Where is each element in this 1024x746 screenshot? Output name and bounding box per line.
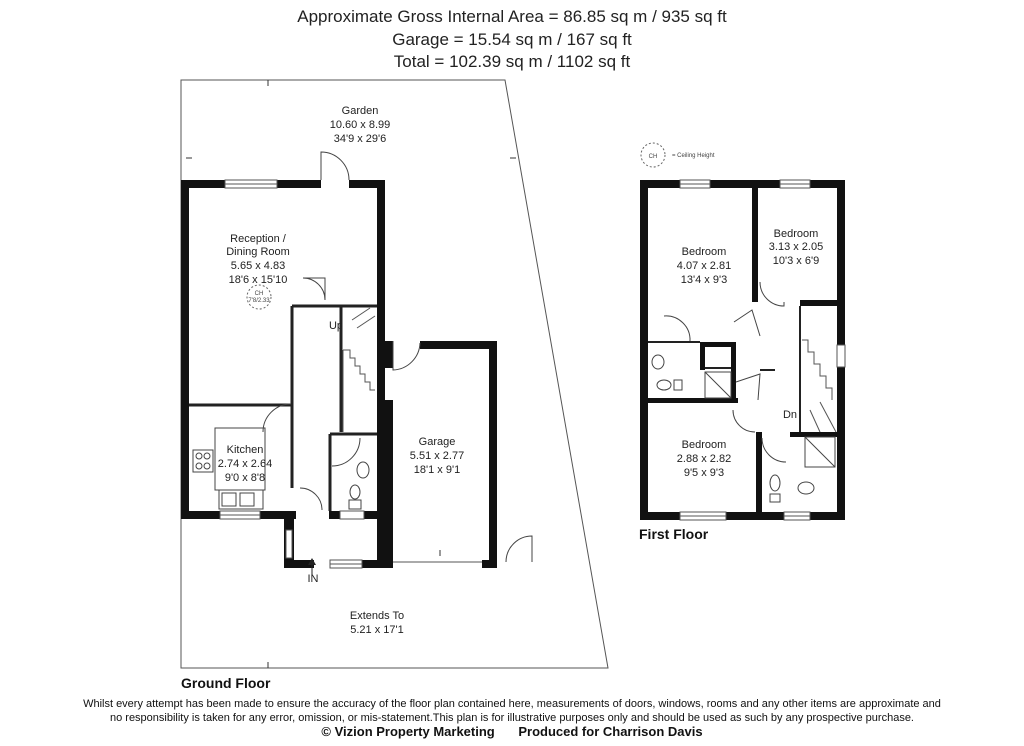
kitchen-name: Kitchen <box>227 444 264 456</box>
extends-name: Extends To <box>350 610 404 622</box>
reception-imperial: 18'6 x 15'10 <box>229 274 288 286</box>
first-floor-interior-walls <box>648 306 801 432</box>
reception-metric: 5.65 x 4.83 <box>231 260 285 272</box>
kitchen-metric: 2.74 x 2.64 <box>218 458 272 470</box>
dimension-ticks <box>186 80 516 668</box>
entrance-label: IN <box>308 573 319 585</box>
kitchen-fittings <box>192 427 266 510</box>
first-floor-title: First Floor <box>639 526 709 542</box>
copyright-text: © Vizion Property Marketing <box>321 724 495 739</box>
extends-metric: 5.21 x 17'1 <box>350 624 403 636</box>
kitchen-imperial: 9'0 x 8'8 <box>225 472 265 484</box>
first-floor-windows <box>679 179 846 521</box>
disclaimer-line-2: no responsibility is taken for any error… <box>109 712 914 724</box>
bedroom1-imperial: 13'4 x 9'3 <box>681 274 727 286</box>
bedroom2-metric: 3.13 x 2.05 <box>769 241 823 253</box>
area-grand-total-line: Total = 102.39 sq m / 1102 sq ft <box>393 52 631 71</box>
reception-name-1: Reception / <box>230 233 287 245</box>
produced-for-text: Produced for Charrison Davis <box>518 724 703 739</box>
bedroom3-imperial: 9'5 x 9'3 <box>684 467 724 479</box>
ground-stairs-label: Up <box>329 320 343 332</box>
bedroom3-name: Bedroom <box>682 439 727 451</box>
ground-floor-interior-walls <box>189 304 377 511</box>
ground-stairs <box>342 307 376 432</box>
reception-name-2: Dining Room <box>226 246 290 258</box>
plot-outline <box>180 79 609 669</box>
garage-metric: 5.51 x 2.77 <box>410 450 464 462</box>
garage-imperial: 18'1 x 9'1 <box>414 464 460 476</box>
bedroom2-imperial: 10'3 x 6'9 <box>773 255 819 267</box>
first-floor-bathroom-fittings <box>651 354 836 503</box>
ground-floor-walls <box>181 180 497 568</box>
ceiling-height-legend: CH = Ceiling Height <box>640 142 715 168</box>
bedroom3-metric: 2.88 x 2.82 <box>677 453 731 465</box>
garage-name: Garage <box>419 436 456 448</box>
ground-floor-doors <box>262 151 533 563</box>
garden-imperial: 34'9 x 29'6 <box>334 133 387 145</box>
area-garage-line: Garage = 15.54 sq m / 167 sq ft <box>392 30 632 49</box>
ground-floor-windows <box>219 179 482 569</box>
ceiling-marker-symbol: CH <box>255 291 264 297</box>
legend-symbol: CH <box>649 154 658 160</box>
first-floor-doors <box>663 281 787 463</box>
garden-metric: 10.60 x 8.99 <box>330 119 391 131</box>
footer-credit: © Vizion Property Marketing Produced for… <box>0 724 1024 739</box>
entrance-arrow <box>308 558 316 575</box>
area-total-line: Approximate Gross Internal Area = 86.85 … <box>297 7 727 26</box>
first-floor-stairs-label: Dn <box>783 409 797 421</box>
legend-text: = Ceiling Height <box>672 153 715 159</box>
bedroom1-metric: 4.07 x 2.81 <box>677 260 731 272</box>
bedroom2-name: Bedroom <box>774 228 819 240</box>
ground-wc-fittings <box>348 461 370 510</box>
first-floor-stairs <box>802 339 837 433</box>
ceiling-height-marker: CH 7'8/2.33 <box>246 284 272 310</box>
garden-name: Garden <box>342 105 379 117</box>
ground-floor-title: Ground Floor <box>181 675 271 691</box>
ceiling-marker-value: 7'8/2.33 <box>248 298 270 304</box>
bedroom1-name: Bedroom <box>682 246 727 258</box>
disclaimer-line-1: Whilst every attempt has been made to en… <box>83 698 941 710</box>
